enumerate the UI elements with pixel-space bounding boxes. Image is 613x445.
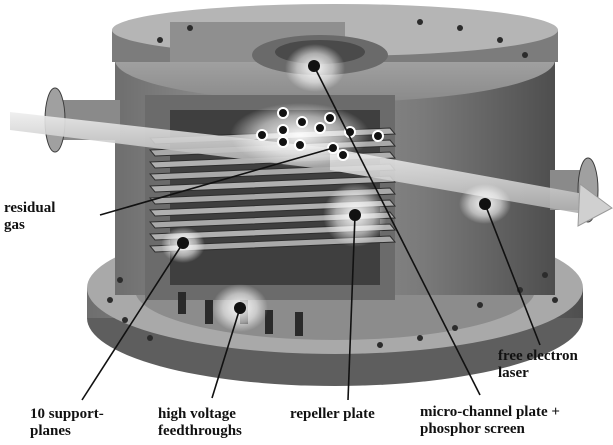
label-support-planes: 10 support- planes [30,406,104,439]
label-hv-feedthroughs: high voltage feedthroughs [158,406,242,439]
leader-support-planes [81,242,184,401]
leader-hv-feedthroughs [211,307,241,399]
flange-bolts [107,19,558,348]
label-repeller-plate: repeller plate [290,406,375,422]
leader-repeller-plate [347,214,356,401]
label-mcp-screen: micro-channel plate + phosphor screen [420,404,560,437]
residual-gas-particles [256,107,384,161]
leader-mcp-screen [313,65,481,396]
leader-residual-gas [99,147,334,216]
label-free-electron-laser: free electron laser [498,348,578,381]
leader-fel [484,203,541,346]
leader-lines [81,65,541,401]
label-residual-gas: residual gas [4,200,56,233]
